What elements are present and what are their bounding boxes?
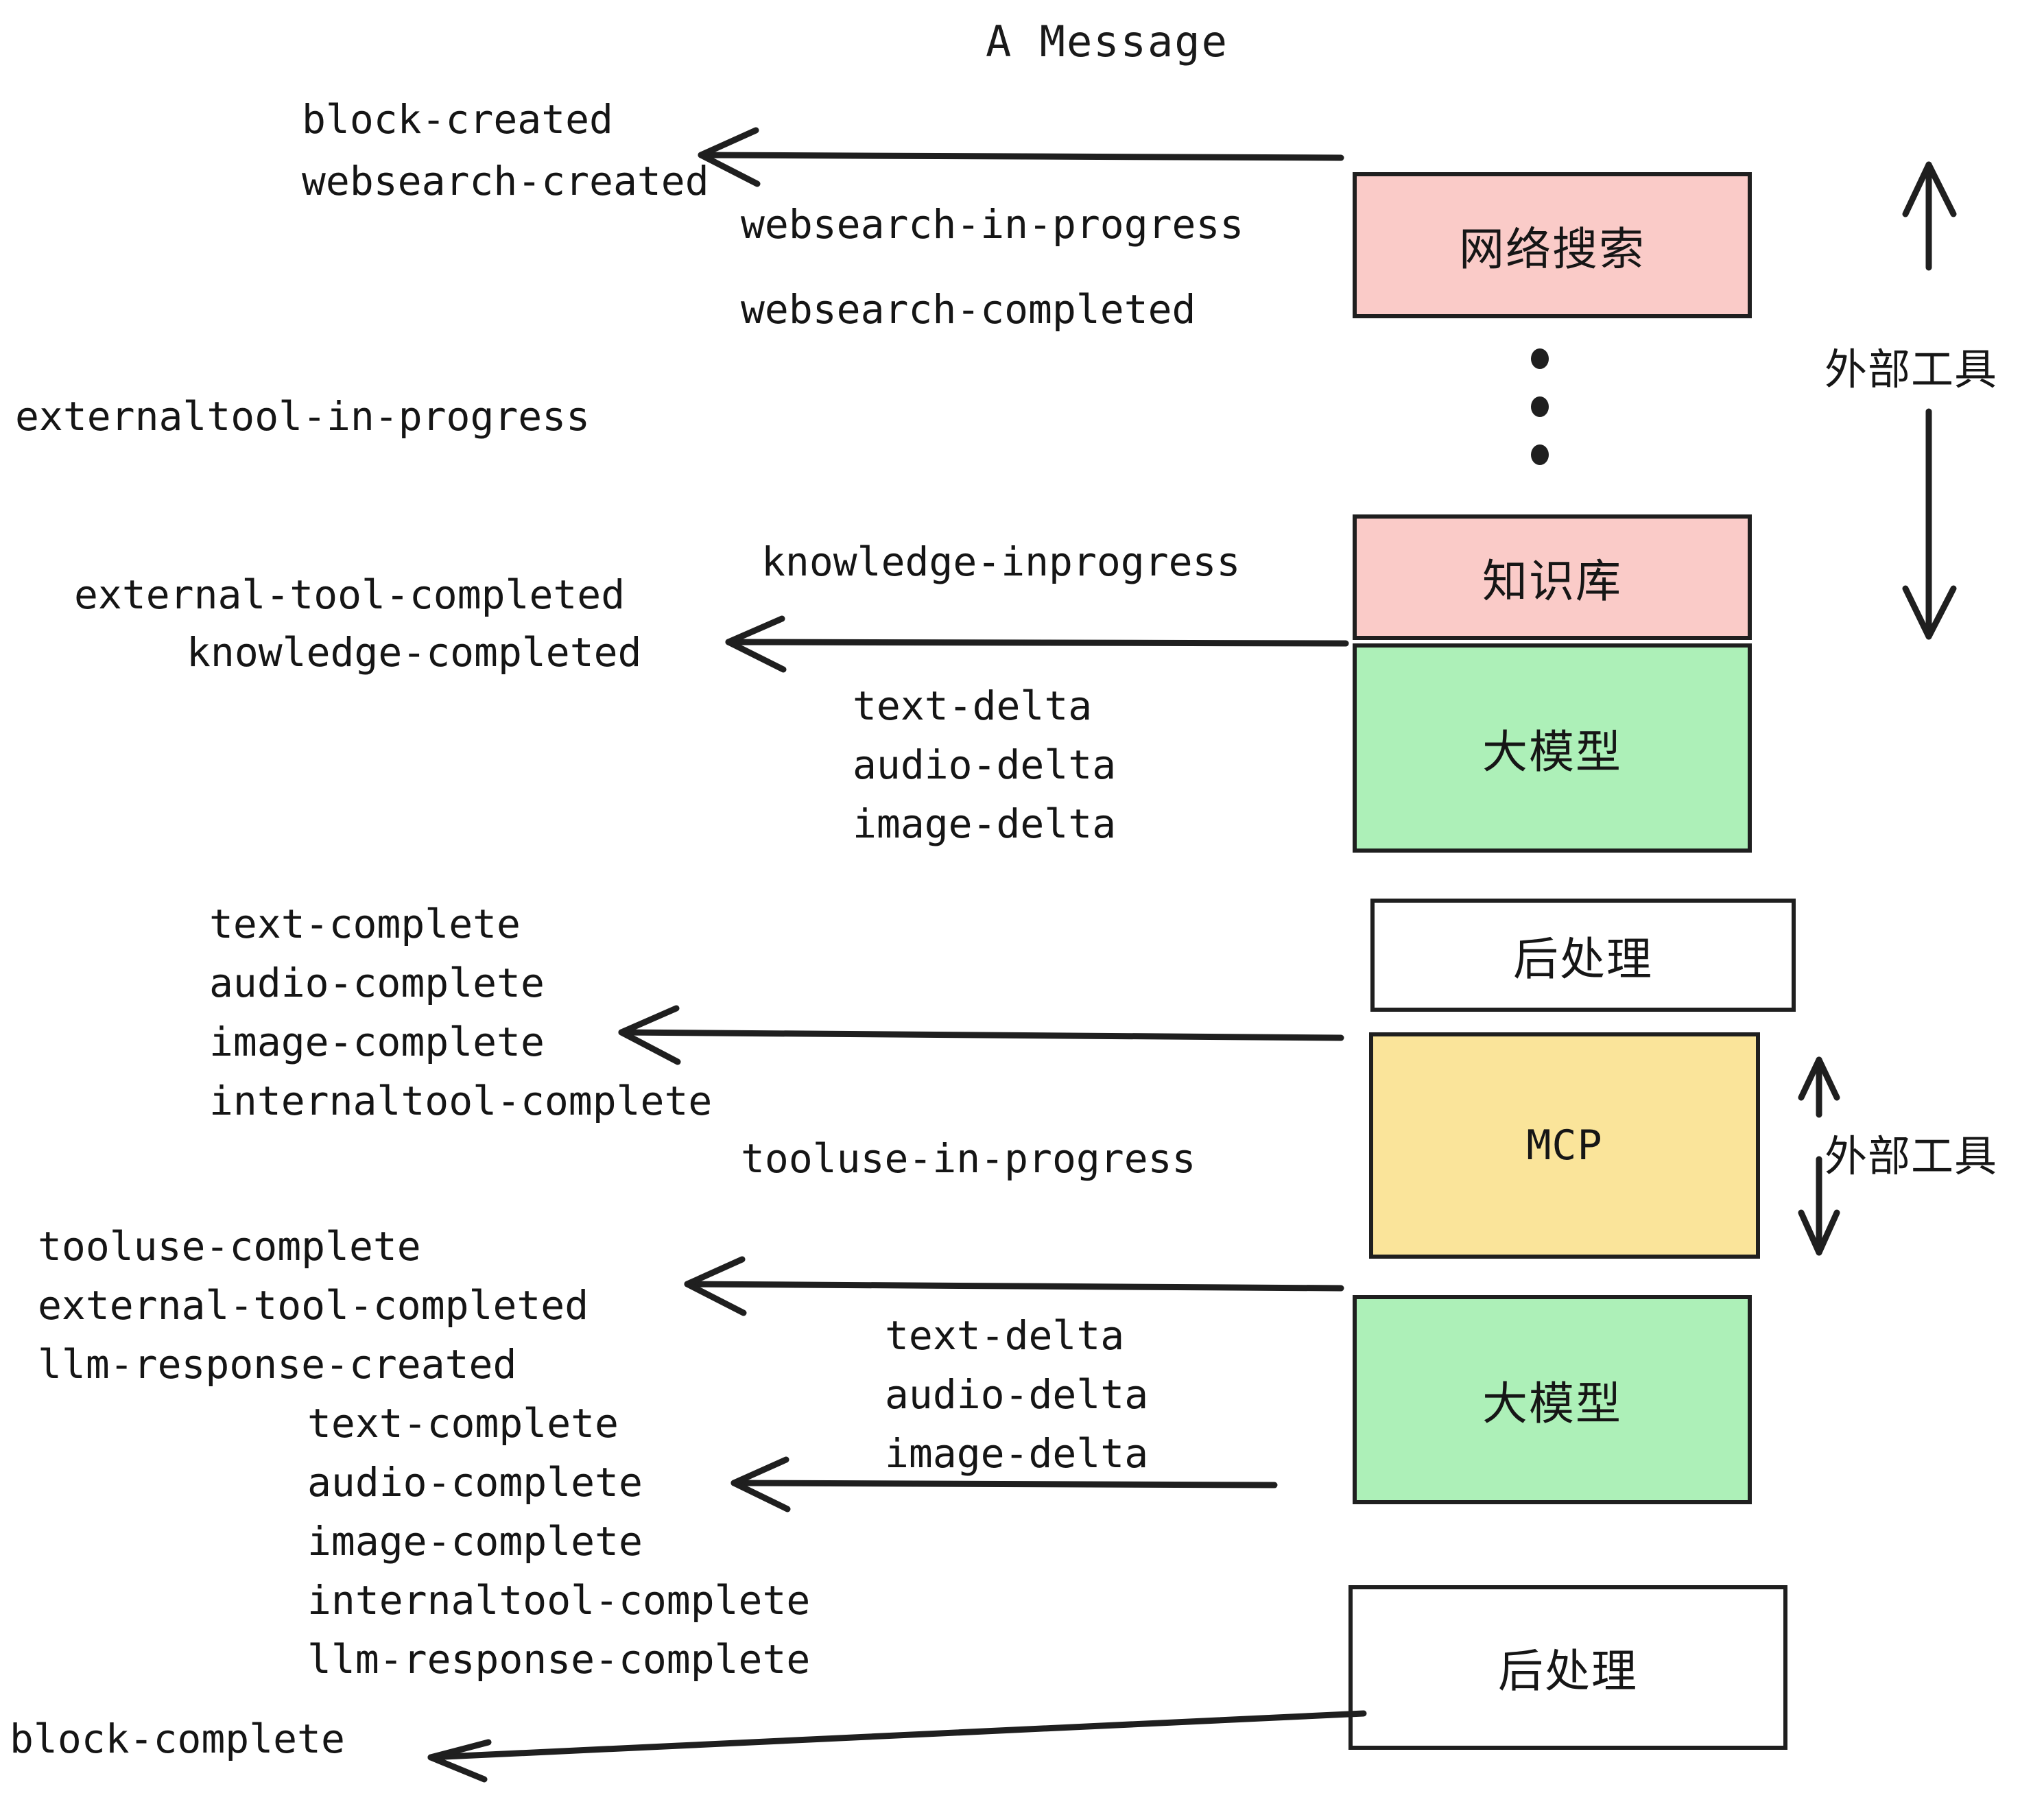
event-external-tool-completed-1: external-tool-completed — [74, 571, 626, 618]
event-image-complete-1: image-complete — [209, 1019, 545, 1065]
event-llm-response-complete: llm-response-complete — [307, 1636, 811, 1683]
box-postprocess-lower[interactable]: 后处理 — [1348, 1585, 1787, 1750]
event-text-complete-2: text-complete — [307, 1400, 619, 1447]
event-audio-delta-2: audio-delta — [885, 1371, 1149, 1418]
arrow-postprocess-to-block-complete — [427, 1710, 1367, 1783]
event-audio-complete-2: audio-complete — [307, 1459, 643, 1506]
event-websearch-in-progress: websearch-in-progress — [741, 201, 1244, 248]
side-label-external-tools-upper: 外部工具 — [1825, 344, 1998, 394]
event-knowledge-completed: knowledge-completed — [187, 629, 642, 676]
side-label-external-tools-lower: 外部工具 — [1825, 1131, 1998, 1181]
box-websearch-label: 网络搜索 — [1459, 222, 1645, 276]
event-llm-response-created: llm-response-created — [38, 1341, 517, 1388]
box-postprocess-upper[interactable]: 后处理 — [1370, 899, 1796, 1012]
event-websearch-created: websearch-created — [302, 158, 709, 204]
box-postprocess-lower-label: 后处理 — [1498, 1645, 1638, 1698]
event-audio-complete-1: audio-complete — [209, 960, 545, 1006]
event-text-delta-2: text-delta — [885, 1312, 1125, 1359]
ellipsis-dot — [1531, 444, 1549, 465]
box-mcp[interactable]: MCP — [1369, 1032, 1760, 1259]
event-internaltool-complete-2: internaltool-complete — [307, 1577, 811, 1624]
box-knowledge-label: 知识库 — [1482, 554, 1622, 608]
event-tooluse-complete: tooluse-complete — [38, 1223, 421, 1270]
event-block-complete: block-complete — [10, 1716, 345, 1762]
event-externaltool-in-progress: externaltool-in-progress — [15, 393, 591, 440]
box-websearch[interactable]: 网络搜索 — [1353, 172, 1752, 318]
arrow-external-tools-lower-up — [1798, 1056, 1840, 1118]
box-mcp-label: MCP — [1526, 1121, 1603, 1170]
arrow-postprocess-to-image-complete — [618, 1005, 1344, 1065]
event-knowledge-inprogress: knowledge-inprogress — [761, 538, 1241, 585]
arrow-external-tools-upper-up — [1902, 161, 1957, 271]
event-text-complete-1: text-complete — [209, 901, 521, 947]
event-image-complete-2: image-complete — [307, 1518, 643, 1565]
event-internaltool-complete-1: internaltool-complete — [209, 1078, 713, 1124]
ellipsis-dot — [1531, 396, 1549, 417]
event-audio-delta-1: audio-delta — [853, 741, 1117, 788]
arrow-knowledge-to-completed — [725, 615, 1349, 673]
box-knowledge[interactable]: 知识库 — [1353, 514, 1752, 640]
arrow-websearch-to-created — [698, 127, 1344, 187]
event-image-delta-1: image-delta — [853, 800, 1117, 847]
box-llm-lower[interactable]: 大模型 — [1353, 1295, 1752, 1504]
arrow-external-tools-upper-down — [1902, 408, 1957, 640]
box-llm-upper[interactable]: 大模型 — [1353, 643, 1752, 853]
event-tooluse-in-progress: tooluse-in-progress — [741, 1135, 1196, 1182]
event-text-delta-1: text-delta — [853, 683, 1093, 729]
box-llm-upper-label: 大模型 — [1482, 725, 1622, 779]
event-websearch-completed: websearch-completed — [741, 286, 1196, 333]
box-postprocess-upper-label: 后处理 — [1513, 932, 1653, 986]
event-external-tool-completed-2: external-tool-completed — [38, 1282, 589, 1329]
event-block-created: block-created — [302, 96, 613, 143]
event-image-delta-2: image-delta — [885, 1430, 1149, 1477]
arrow-mcp-to-tooluse-complete — [684, 1256, 1344, 1316]
box-llm-lower-label: 大模型 — [1482, 1377, 1622, 1430]
ellipsis-dot — [1531, 348, 1549, 369]
diagram-title: A Message — [986, 16, 1228, 67]
